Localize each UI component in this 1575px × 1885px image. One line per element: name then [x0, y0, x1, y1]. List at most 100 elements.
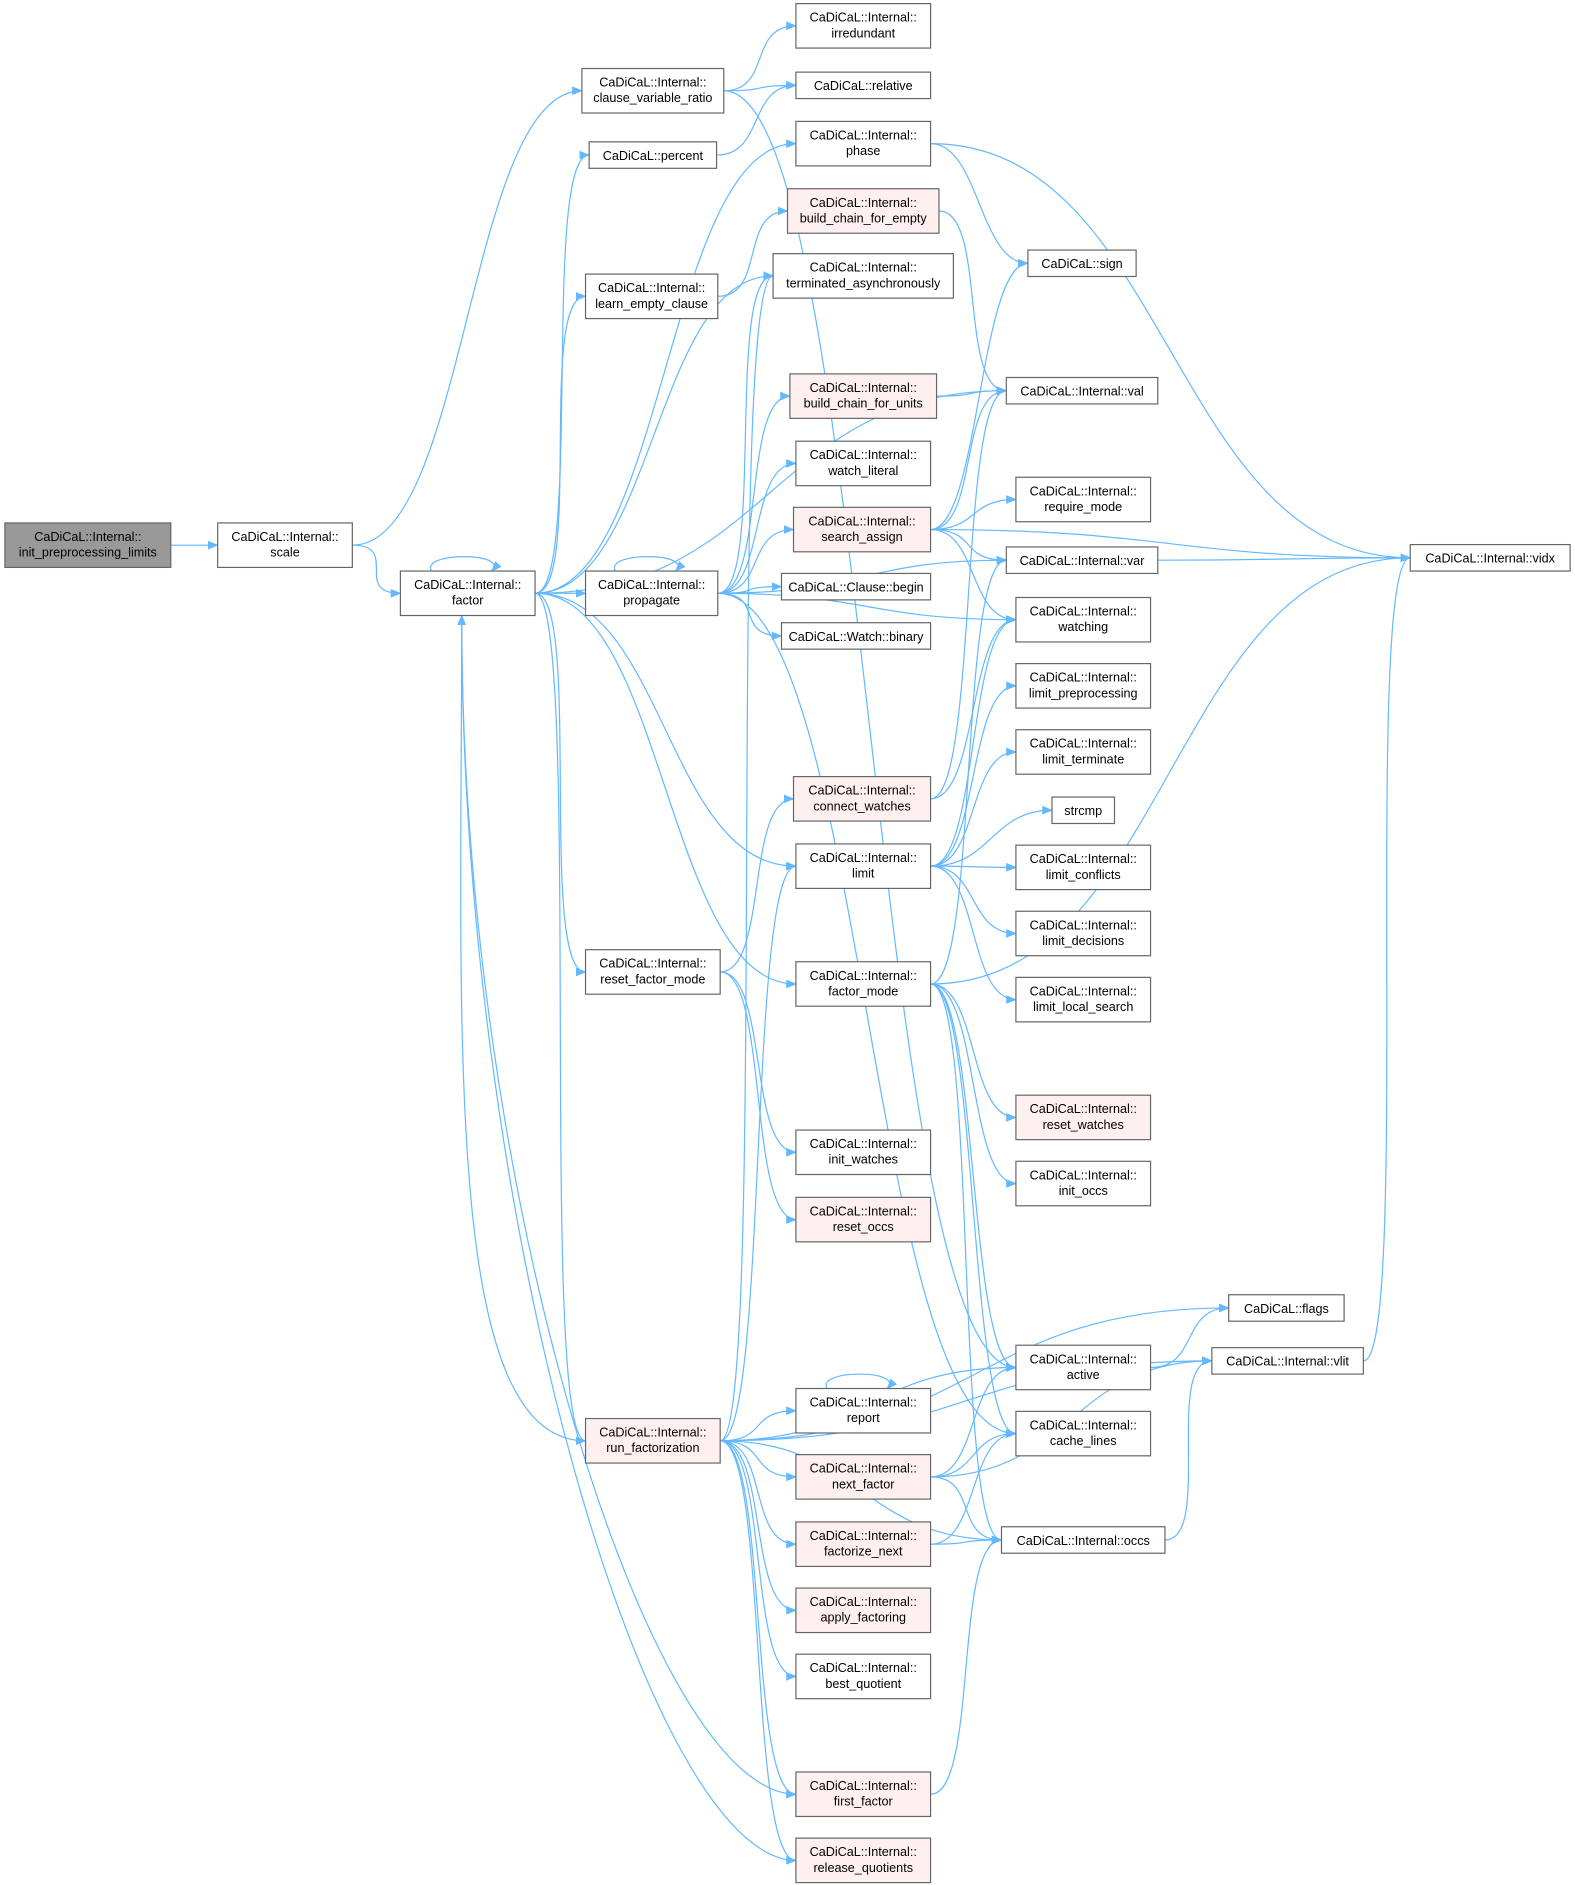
node-label: limit_decisions	[1042, 934, 1124, 948]
node-label: CaDiCaL::Internal::	[34, 530, 141, 544]
edge-search_assign-to-vidx	[930, 528, 1412, 563]
edge-factor_mode-to-init_occs	[930, 983, 1017, 1188]
node-label: CaDiCaL::Watch::binary	[789, 630, 924, 644]
node-box	[4, 522, 172, 569]
node-release-quotients[interactable]: CaDiCaL::Internal::release_quotients	[795, 1837, 932, 1884]
node-factorize-next[interactable]: CaDiCaL::Internal::factorize_next	[795, 1521, 932, 1568]
node-label: CaDiCaL::Internal::	[810, 1845, 917, 1859]
node-label: CaDiCaL::Internal::	[810, 381, 917, 395]
edge-factor_mode-to-active	[930, 983, 1017, 1372]
node-limit-preprocessing[interactable]: CaDiCaL::Internal::limit_preprocessing	[1015, 662, 1152, 709]
node-label: CaDiCaL::Internal::val	[1020, 385, 1143, 399]
node-first-factor[interactable]: CaDiCaL::Internal::first_factor	[795, 1771, 932, 1818]
node-box	[792, 775, 932, 822]
node-box	[786, 188, 940, 234]
node-label: reset_watches	[1043, 1118, 1124, 1132]
node-label: first_factor	[834, 1795, 893, 1809]
edge-run_fact-to-apply_factoring	[720, 1440, 797, 1615]
node-init-occs[interactable]: CaDiCaL::Internal::init_occs	[1015, 1160, 1152, 1207]
node-active[interactable]: CaDiCaL::Internal::active	[1015, 1344, 1152, 1391]
node-scale[interactable]: CaDiCaL::Internal::scale	[217, 522, 353, 569]
node-reset-watches[interactable]: CaDiCaL::Internal::reset_watches	[1015, 1094, 1152, 1141]
node-phase[interactable]: CaDiCaL::Internal::phase	[795, 120, 932, 167]
node-label: watch_literal	[827, 464, 898, 478]
node-watch-literal[interactable]: CaDiCaL::Internal::watch_literal	[795, 440, 932, 487]
node-vidx[interactable]: CaDiCaL::Internal::vidx	[1409, 543, 1571, 572]
node-label: propagate	[623, 594, 680, 608]
edge-cvr-to-relative	[723, 81, 797, 92]
node-vlit[interactable]: CaDiCaL::Internal::vlit	[1211, 1347, 1364, 1375]
node-label: reset_occs	[833, 1220, 894, 1234]
node-term-async[interactable]: CaDiCaL::Internal::terminated_asynchrono…	[772, 253, 955, 299]
node-factor[interactable]: CaDiCaL::Internal::factor	[399, 570, 536, 617]
node-limit-local-search[interactable]: CaDiCaL::Internal::limit_local_search	[1015, 976, 1152, 1023]
node-require-mode[interactable]: CaDiCaL::Internal::require_mode	[1015, 476, 1152, 523]
node-watch-binary[interactable]: CaDiCaL::Watch::binary	[780, 622, 932, 650]
node-bcfu[interactable]: CaDiCaL::Internal::build_chain_for_units	[789, 373, 938, 419]
node-label: CaDiCaL::Internal::	[599, 957, 706, 971]
edge-bcfe-to-val	[938, 210, 1008, 395]
node-val[interactable]: CaDiCaL::Internal::val	[1005, 376, 1159, 405]
node-cache-lines[interactable]: CaDiCaL::Internal::cache_lines	[1015, 1410, 1152, 1457]
node-label: CaDiCaL::Internal::	[598, 281, 705, 295]
edge-factor_mode-to-var	[930, 555, 1008, 985]
node-cvr[interactable]: CaDiCaL::Internal::clause_variable_ratio	[581, 67, 725, 114]
edge-propagate-to-search_assign	[717, 525, 795, 594]
node-label: learn_empty_clause	[595, 297, 708, 311]
node-reset-factor-mode[interactable]: CaDiCaL::Internal::reset_factor_mode	[584, 949, 721, 995]
node-box	[795, 1454, 932, 1500]
node-percent[interactable]: CaDiCaL::percent	[588, 141, 718, 169]
node-search-assign[interactable]: CaDiCaL::Internal::search_assign	[792, 506, 932, 553]
edge-reset_factor_mode-to-init_watches	[720, 971, 797, 1157]
node-learn-empty[interactable]: CaDiCaL::Internal::learn_empty_clause	[584, 273, 719, 320]
edge-cvr-to-active	[723, 90, 1017, 1372]
node-limit-terminate[interactable]: CaDiCaL::Internal::limit_terminate	[1015, 729, 1152, 775]
node-clause-begin[interactable]: CaDiCaL::Clause::begin	[780, 572, 932, 601]
node-irredundant[interactable]: CaDiCaL::Internal::irredundant	[795, 3, 932, 49]
node-limit-conflicts[interactable]: CaDiCaL::Internal::limit_conflicts	[1015, 844, 1152, 891]
node-best-quotient[interactable]: CaDiCaL::Internal::best_quotient	[795, 1653, 932, 1700]
edge-factorize_next-to-occs	[930, 1535, 1003, 1545]
node-bcfe[interactable]: CaDiCaL::Internal::build_chain_for_empty	[786, 188, 940, 234]
node-label: CaDiCaL::Internal::vidx	[1425, 552, 1555, 566]
node-run-fact[interactable]: CaDiCaL::Internal::run_factorization	[584, 1417, 721, 1464]
node-propagate[interactable]: CaDiCaL::Internal::propagate	[584, 570, 719, 617]
node-label: CaDiCaL::Internal::	[810, 11, 917, 25]
node-label: terminated_asynchronously	[786, 276, 941, 290]
edge-limit-to-limit_preprocessing	[930, 681, 1017, 867]
node-box	[1015, 729, 1152, 775]
node-var[interactable]: CaDiCaL::Internal::var	[1005, 546, 1159, 575]
node-limit[interactable]: CaDiCaL::Internal::limit	[795, 843, 932, 890]
edge-propagate-to-cache_lines	[717, 592, 1017, 1438]
node-apply-factoring[interactable]: CaDiCaL::Internal::apply_factoring	[795, 1587, 932, 1634]
node-label: limit	[852, 867, 875, 881]
node-next-factor[interactable]: CaDiCaL::Internal::next_factor	[795, 1454, 932, 1500]
node-label: release_quotients	[813, 1861, 913, 1875]
node-relative[interactable]: CaDiCaL::relative	[795, 71, 932, 100]
node-box	[780, 622, 932, 650]
node-box	[795, 843, 932, 890]
edge-search_assign-to-sign	[930, 259, 1030, 531]
node-connect-watches[interactable]: CaDiCaL::Internal::connect_watches	[792, 775, 932, 822]
node-limit-decisions[interactable]: CaDiCaL::Internal::limit_decisions	[1015, 910, 1152, 957]
node-init[interactable]: CaDiCaL::Internal::init_preprocessing_li…	[4, 522, 172, 569]
node-flags[interactable]: CaDiCaL::flags	[1228, 1294, 1345, 1322]
node-strcmp[interactable]: strcmp	[1051, 796, 1116, 825]
node-init-watches[interactable]: CaDiCaL::Internal::init_watches	[795, 1129, 932, 1176]
node-factor-mode[interactable]: CaDiCaL::Internal::factor_mode	[795, 961, 932, 1007]
node-label: CaDiCaL::Internal::	[810, 1204, 917, 1218]
node-box	[795, 1653, 932, 1700]
node-label: init_watches	[829, 1153, 898, 1167]
node-label: CaDiCaL::Internal::	[599, 76, 706, 90]
edge-propagate-to-term_async	[717, 271, 775, 594]
node-label: CaDiCaL::Internal::	[810, 128, 917, 142]
node-watching[interactable]: CaDiCaL::Internal::watching	[1015, 596, 1152, 643]
node-report[interactable]: CaDiCaL::Internal::report	[795, 1387, 932, 1434]
node-label: CaDiCaL::Internal::	[1030, 1352, 1137, 1366]
node-label: build_chain_for_empty	[800, 211, 928, 225]
node-sign[interactable]: CaDiCaL::sign	[1027, 249, 1137, 278]
node-label: CaDiCaL::Internal::	[810, 448, 917, 462]
node-occs[interactable]: CaDiCaL::Internal::occs	[1000, 1526, 1166, 1554]
node-label: reset_factor_mode	[600, 972, 705, 986]
node-reset-occs[interactable]: CaDiCaL::Internal::reset_occs	[795, 1196, 932, 1243]
